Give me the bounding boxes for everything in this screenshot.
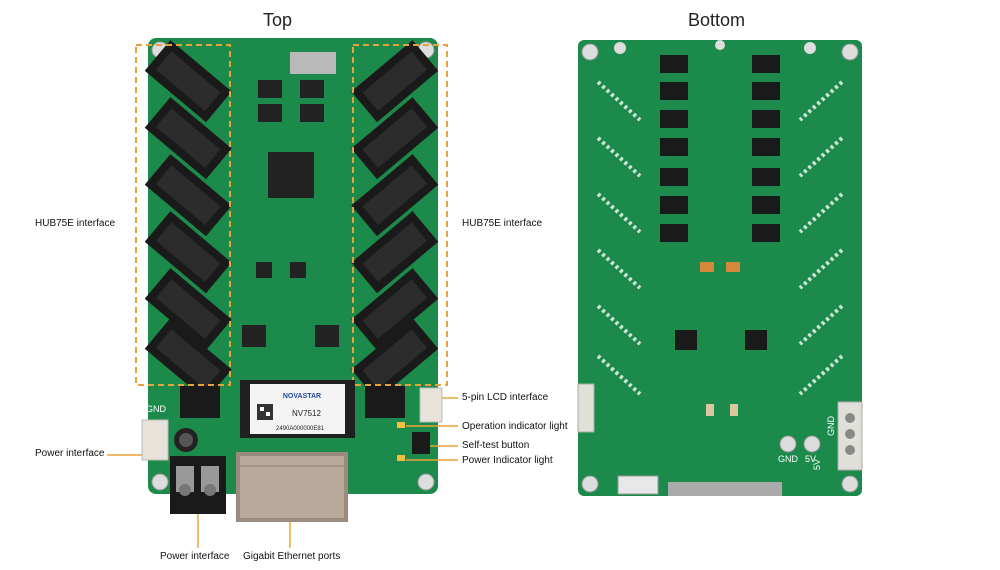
module-serial: 2490A000000E81 xyxy=(276,426,325,432)
v5-label-bottom: 5V xyxy=(805,454,816,464)
gnd-label-bottom: GND xyxy=(778,454,799,464)
op-light-label: Operation indicator light xyxy=(462,421,568,432)
v5-label-side: 5V xyxy=(812,459,822,470)
gnd-label-side: GND xyxy=(826,416,836,437)
ethernet-label: Gigabit Ethernet ports xyxy=(243,551,341,562)
lcd-label: 5-pin LCD interface xyxy=(462,392,549,403)
gnd-label-top: GND xyxy=(146,404,167,414)
hub-left-label: HUB75E interface xyxy=(35,218,116,229)
right-hub-connectors xyxy=(351,40,439,401)
module-model: NV7512 xyxy=(292,409,321,418)
power-bottom-label: Power interface xyxy=(160,551,230,562)
self-test-label: Self-test button xyxy=(462,440,530,451)
power-light-label: Power Indicator light xyxy=(462,455,553,466)
top-title: Top xyxy=(263,10,293,30)
left-hub-connectors xyxy=(144,40,232,401)
module-brand: NOVASTAR xyxy=(283,393,321,400)
power-left-label: Power interface xyxy=(35,448,105,459)
bottom-title: Bottom xyxy=(688,10,746,30)
hub-right-label: HUB75E interface xyxy=(462,218,543,229)
